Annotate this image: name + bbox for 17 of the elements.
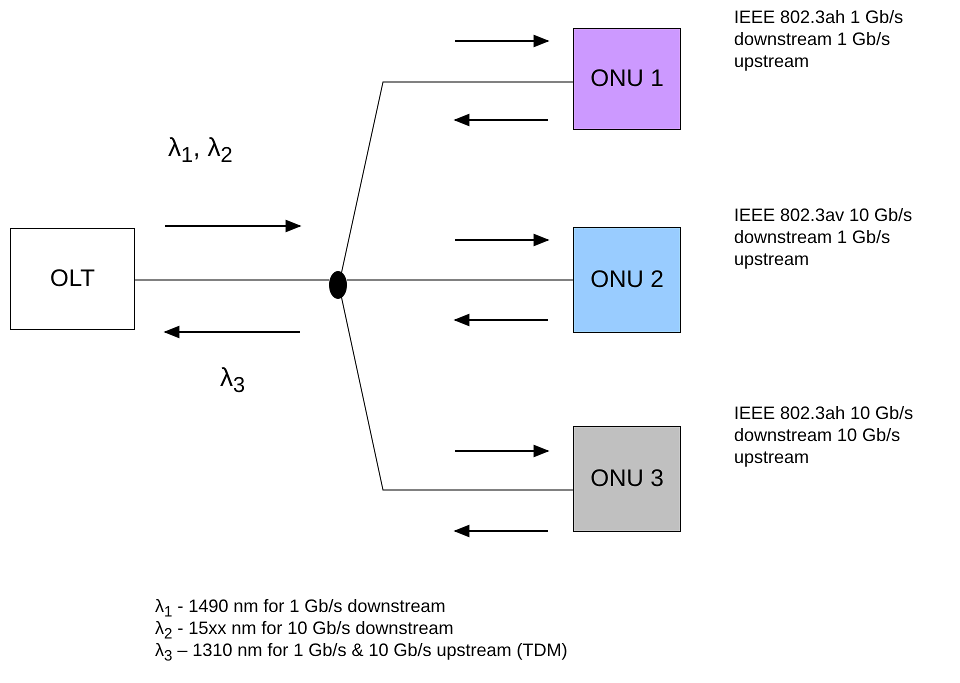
node-label: ONU 2 [590,266,664,294]
node-label: ONU 1 [590,65,664,93]
device-box [573,426,681,532]
wavelength-label: λ$_{3}$ [220,362,246,398]
spec-text: IEEE 802.3ah 10 Gb/s downstream 10 Gb/s upstream [734,402,914,468]
legend-note: λ$_{2}$ - 15xx nm for 10 Gb/s downstream [155,618,454,643]
device-box [573,28,681,130]
wavelength-label: λ$_{1}$, λ$_{2}$ [168,132,233,168]
legend-note: λ$_{3}$ – 1310 nm for 1 Gb/s & 10 Gb/s upstream (TDM) [155,640,568,665]
device-box [573,227,681,333]
node-label: ONU 3 [590,465,664,493]
legend-note: λ$_{1}$ - 1490 nm for 1 Gb/s downstream [155,596,446,621]
node-label: OLT [50,265,95,293]
spec-text: IEEE 802.3ah 1 Gb/s downstream 1 Gb/s upstream [734,6,904,72]
device-box [10,228,135,330]
spec-text: IEEE 802.3av 10 Gb/s downstream 1 Gb/s upstream [734,204,914,270]
splitter-dot [329,271,347,299]
